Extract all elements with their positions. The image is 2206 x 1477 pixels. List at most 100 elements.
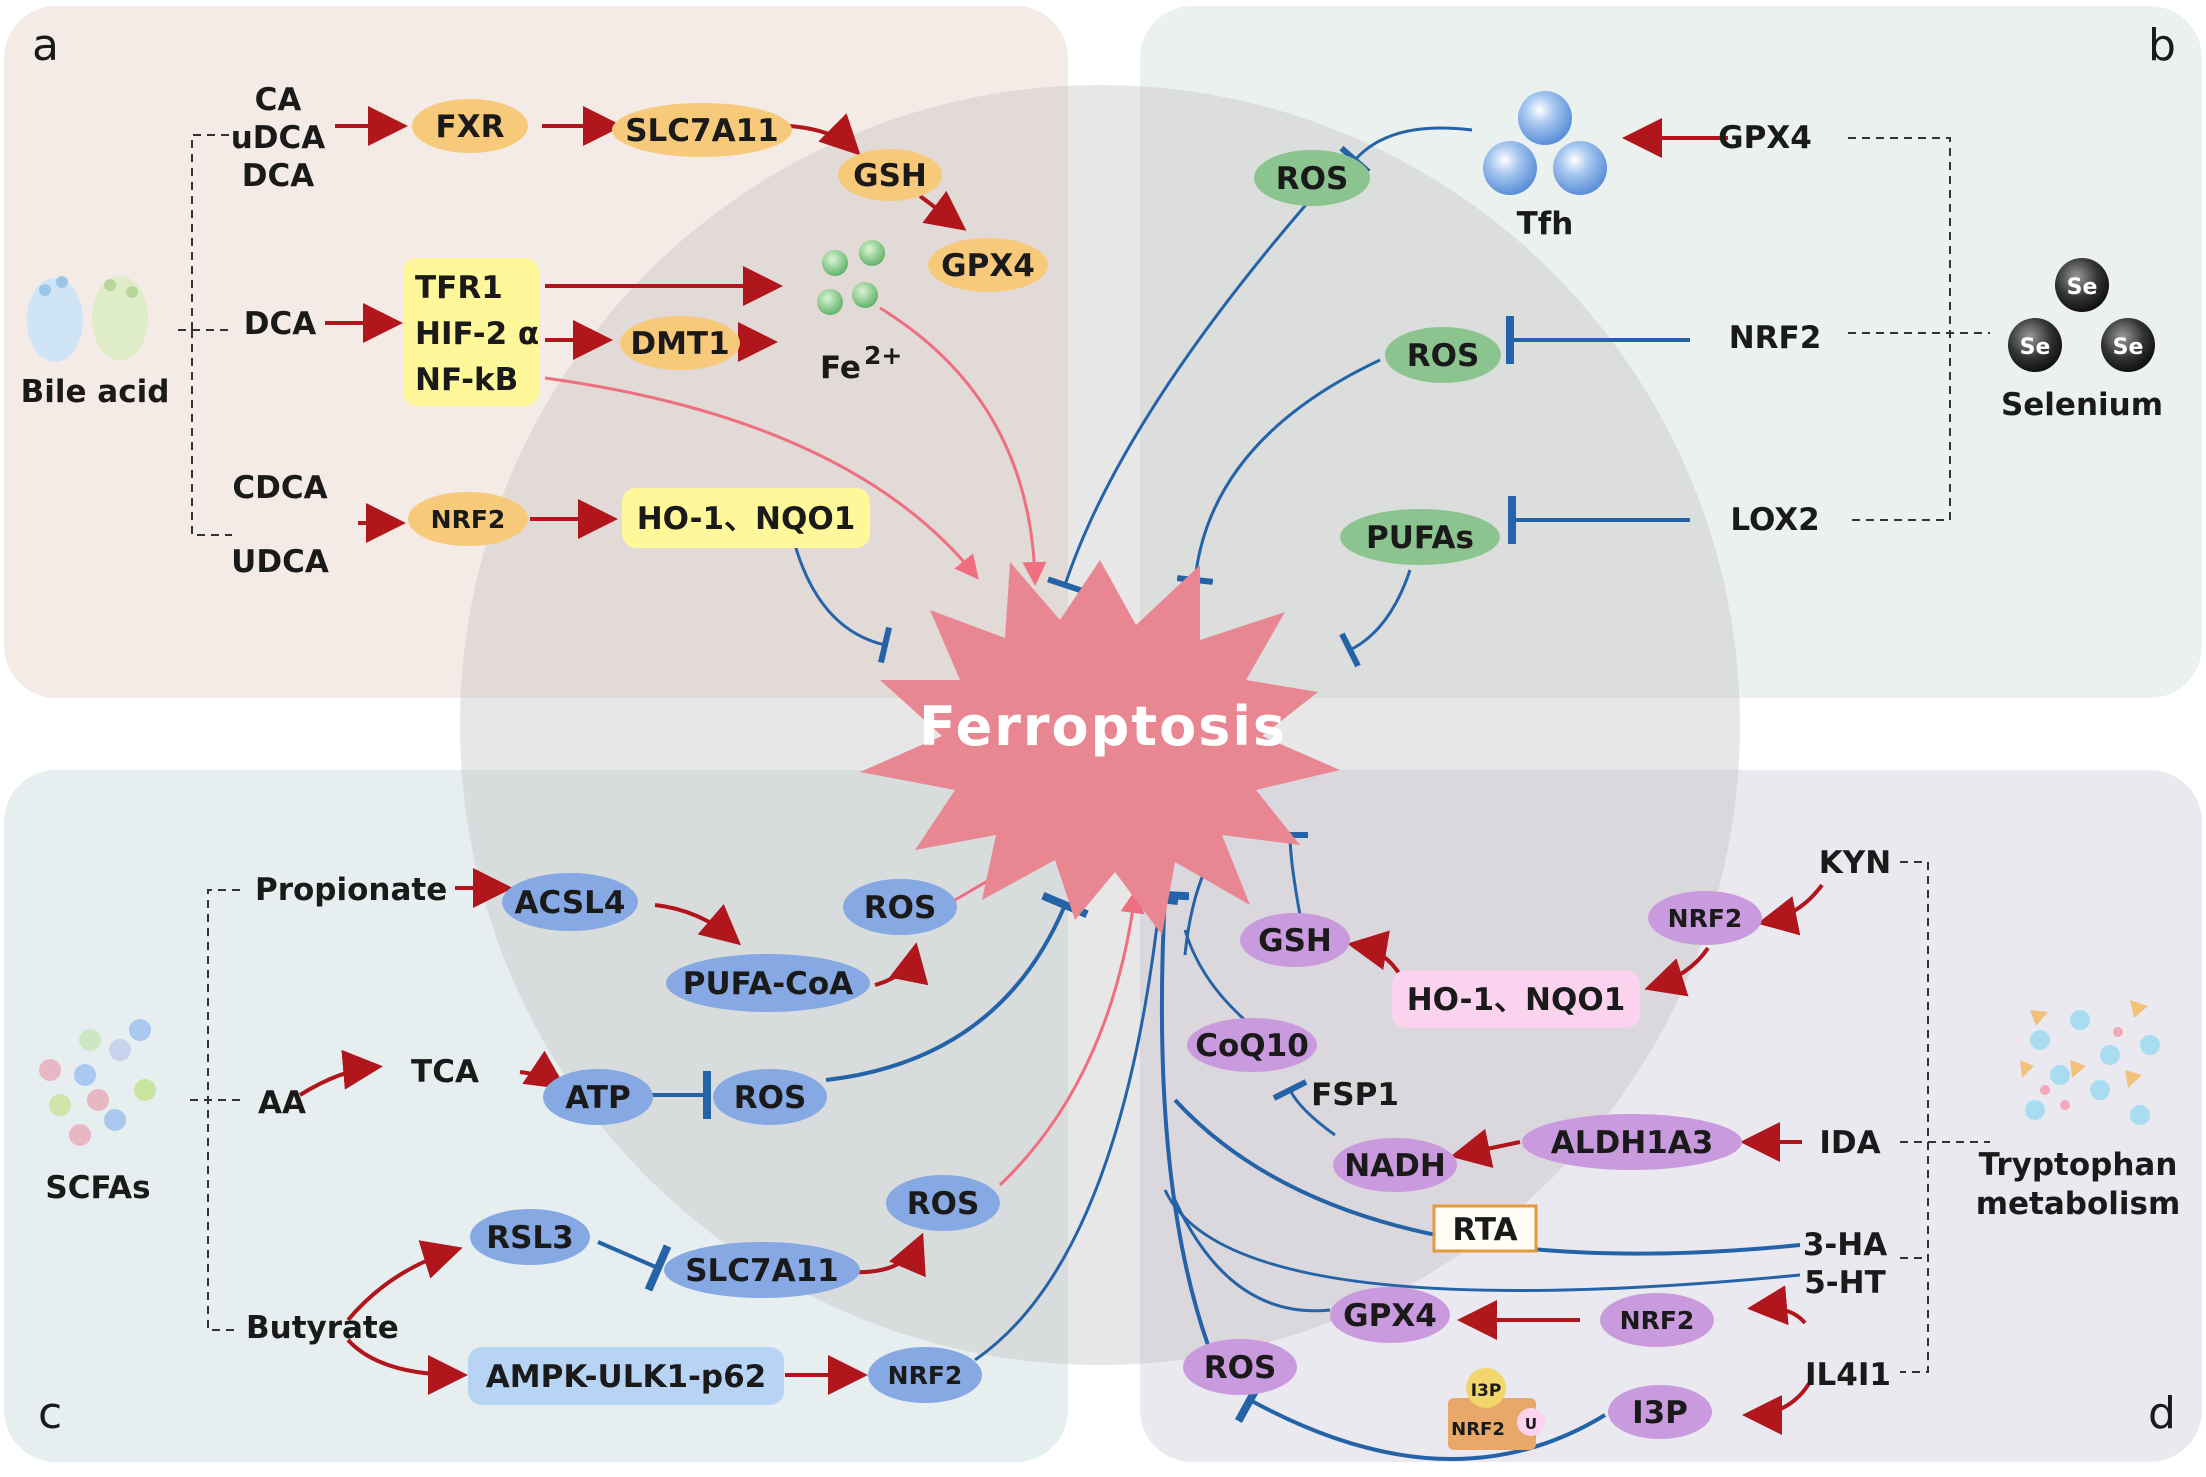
gpx4-d-node	[1330, 1287, 1450, 1343]
dca-label-2: DCA	[244, 306, 316, 342]
ros-b2-node	[1385, 327, 1501, 383]
svg-text:Se: Se	[2020, 335, 2051, 360]
panel-a-inhibit-ho1	[793, 544, 892, 664]
tryptophan-label-line1: Tryptophan	[1979, 1147, 2178, 1183]
panel-letter-b: b	[2148, 20, 2176, 71]
ida-label: IDA	[1819, 1125, 1880, 1161]
gsh-a-label: GSH	[853, 158, 927, 194]
tfr1-hif-nfkb-box	[403, 258, 539, 406]
ros-d-node	[1183, 1339, 1297, 1395]
ros-b1-label: ROS	[1276, 161, 1349, 197]
svg-text:NRF2: NRF2	[1451, 1419, 1505, 1440]
3ha-label: 3-HA	[1803, 1227, 1887, 1263]
fe-label: Fe	[820, 350, 861, 386]
hif2a-label: HIF-2 α	[415, 316, 539, 352]
nrf2-c-node	[868, 1347, 982, 1403]
nrf2-d1-label: NRF2	[1668, 904, 1743, 933]
rsl3-node	[470, 1209, 590, 1265]
coq10-label: CoQ10	[1195, 1028, 1309, 1064]
bile-acid-label: Bile acid	[21, 374, 170, 410]
dca-label-1: DCA	[242, 158, 314, 194]
nfkb-label: NF-kB	[415, 362, 518, 398]
ros-c1-node	[843, 879, 957, 935]
ros-b1-node	[1254, 150, 1370, 206]
tryptophan-label-line2: metabolism	[1976, 1186, 2181, 1222]
nrf2-a-node	[408, 492, 528, 546]
rsl3-label: RSL3	[486, 1220, 574, 1256]
ros-c3-node	[886, 1175, 1000, 1231]
svg-text:U: U	[1525, 1415, 1537, 1433]
5ht-label: 5-HT	[1804, 1265, 1886, 1301]
fxr-label: FXR	[436, 109, 505, 145]
tfh-cells-icon	[1483, 91, 1607, 195]
atp-node	[543, 1069, 653, 1125]
gsh-d-label: GSH	[1258, 923, 1332, 959]
nadh-node	[1333, 1138, 1457, 1192]
atp-label: ATP	[565, 1080, 630, 1116]
svg-text:I3P: I3P	[1471, 1381, 1502, 1401]
tfh-label: Tfh	[1517, 206, 1574, 242]
ros-b2-label: ROS	[1407, 338, 1480, 374]
slc7a11-c-label: SLC7A11	[685, 1253, 839, 1289]
panel-letter-d: d	[2148, 1388, 2176, 1439]
nadh-label: NADH	[1344, 1148, 1446, 1184]
aa-label: AA	[258, 1085, 306, 1121]
slc7a11-a-node	[612, 103, 792, 157]
fe-superscript: 2+	[864, 341, 902, 370]
pufa-coa-label: PUFA-CoA	[683, 966, 853, 1002]
ros-c2-node	[713, 1069, 827, 1125]
panel-c-arrows	[298, 868, 929, 1395]
gpx4-d-label: GPX4	[1343, 1298, 1437, 1334]
aldh1a3-label: ALDH1A3	[1551, 1125, 1714, 1161]
svg-text:Se: Se	[2113, 335, 2144, 360]
rta-box	[1432, 1204, 1538, 1253]
panel-d-bracket	[1900, 861, 1990, 1373]
panel-d-connectors	[1140, 831, 1801, 1461]
nrf2-a-label: NRF2	[431, 505, 506, 534]
ampk-box	[468, 1347, 784, 1405]
dmt1-label: DMT1	[630, 326, 729, 362]
gpx4-a-node	[928, 238, 1048, 292]
ho1-nqo1-a-box	[622, 488, 870, 548]
ros-c1-label: ROS	[864, 890, 937, 926]
ho1-nqo1-d-box	[1392, 970, 1640, 1028]
kyn-label: KYN	[1819, 845, 1891, 881]
iron-ions-icon	[817, 240, 885, 315]
panel-d-arrows	[1347, 883, 1824, 1435]
udca-lower-label: uDCA	[231, 120, 326, 156]
nrf2-b-label: NRF2	[1729, 320, 1822, 356]
fsp1-label: FSP1	[1311, 1077, 1399, 1113]
rta-label: RTA	[1452, 1212, 1517, 1248]
acsl4-label: ACSL4	[515, 885, 626, 921]
nrf2-c-label: NRF2	[888, 1361, 963, 1390]
panel-a-pink-arrows	[544, 306, 1047, 586]
svg-text:Se: Se	[2067, 275, 2098, 300]
tfr1-label: TFR1	[415, 270, 503, 306]
selenium-label: Selenium	[2001, 387, 2163, 423]
slc7a11-a-label: SLC7A11	[625, 113, 779, 149]
gpx4-a-label: GPX4	[941, 248, 1035, 284]
selenium-icon: Se Se Se	[2008, 258, 2155, 372]
cdca-label: CDCA	[232, 470, 327, 506]
acsl4-node	[502, 873, 638, 931]
pufa-coa-node	[666, 954, 870, 1012]
slc7a11-c-node	[664, 1242, 860, 1298]
panel-c-bracket	[190, 889, 245, 1331]
dmt1-node	[620, 316, 740, 370]
ros-c2-label: ROS	[734, 1080, 807, 1116]
i3p-label: I3P	[1632, 1395, 1688, 1431]
ferroptosis-burst	[860, 560, 1340, 935]
pufas-label: PUFAs	[1366, 520, 1474, 556]
panel-a-arrows	[325, 106, 967, 543]
tca-label: TCA	[411, 1054, 479, 1090]
lox2-label: LOX2	[1730, 502, 1819, 538]
ho1-nqo1-a-label: HO-1、NQO1	[637, 501, 856, 537]
il4i1-label: IL4I1	[1805, 1357, 1891, 1393]
ho1-nqo1-d-label: HO-1、NQO1	[1407, 982, 1626, 1018]
gsh-d-node	[1240, 913, 1350, 967]
scfas-icon	[39, 1019, 156, 1146]
tryptophan-icon	[2020, 1000, 2160, 1125]
fxr-node	[412, 99, 528, 153]
ampk-label: AMPK-ULK1-p62	[486, 1359, 766, 1395]
